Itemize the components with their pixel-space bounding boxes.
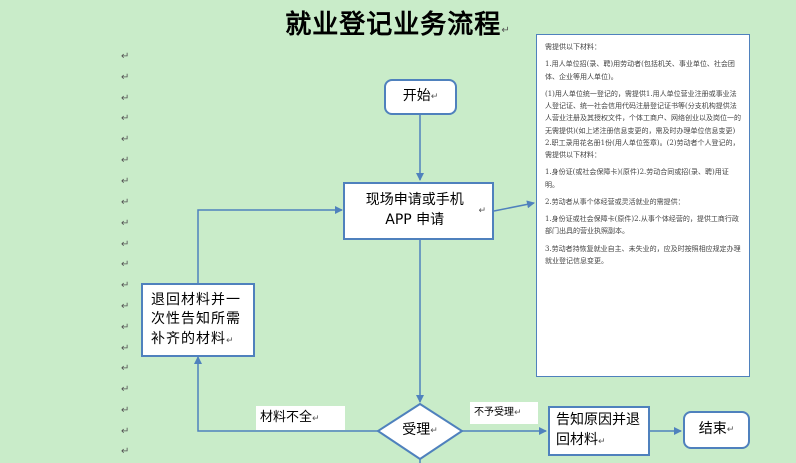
paragraph-mark: ↵ [121, 322, 130, 333]
paragraph-mark: ↵ [121, 259, 130, 270]
paragraph-mark: ↵ [430, 91, 439, 102]
node-end: 结束↵ [683, 411, 750, 449]
paragraph-mark: ↵ [121, 176, 130, 187]
node-accept: 受理↵ [392, 418, 448, 444]
note-line: 2.劳动者从事个体经营或灵活就业的需提供： [545, 197, 685, 206]
paragraph-mark: ↵ [726, 424, 735, 435]
paragraph-mark: ↵ [121, 405, 130, 416]
edge-label-incomplete: 材料不全↵ [256, 406, 345, 430]
paragraph-mark: ↵ [121, 113, 130, 124]
edge-apply-to-note [493, 200, 535, 212]
paragraph-mark: ↵ [121, 218, 130, 229]
page-title-text: 就业登记业务流程 [285, 10, 502, 40]
node-accept-label: 受理 [402, 422, 431, 439]
paragraph-mark: ↵ [121, 239, 130, 250]
edge-accept-to-return [194, 356, 378, 432]
node-notify-return-label: 告知原因并退回材料↵ [556, 412, 640, 448]
edge-label-rejected: 不予受理↵ [470, 402, 538, 424]
note-line: 1.身份证(或社会保障卡)(原件)2.劳动合同或招(录、聘)用证明。 [545, 168, 729, 189]
paragraph-mark: ↵ [121, 134, 130, 145]
paragraph-mark: ↵ [430, 425, 438, 436]
paragraph-mark: ↵ [312, 414, 320, 424]
paragraph-mark: ↵ [121, 363, 130, 374]
paragraph-mark: ↵ [501, 25, 511, 36]
note-line: 3.劳动者持恢复就业自主、未失业的，应及时按照相应规定办理就业登记信息变更。 [545, 244, 741, 265]
node-start-label: 开始 [402, 88, 431, 105]
paragraph-mark: ↵ [226, 335, 235, 346]
note-line: 需提供以下材料： [545, 43, 601, 51]
paragraph-mark: ↵ [121, 72, 130, 83]
note-line: 1.用人单位招(录、聘)用劳动者(包括机关、事业单位、社会团体、企业等用人单位)… [545, 60, 735, 81]
node-apply: 现场申请或手机 APP 申请 ↵ [343, 182, 494, 240]
accept-decision-diamond [376, 402, 464, 461]
requirements-note: 需提供以下材料： 1.用人单位招(录、聘)用劳动者(包括机关、事业单位、社会团体… [536, 34, 750, 377]
paragraph-mark: ↵ [121, 384, 130, 395]
node-apply-label: 现场申请或手机 APP 申请 [365, 192, 464, 228]
paragraph-mark: ↵ [121, 446, 130, 457]
note-line: 1.身份证或社会保障卡(原件)2.从事个体经营的，提供工商行政部门出具的营业执照… [545, 215, 739, 236]
paragraph-mark: ↵ [121, 301, 130, 312]
node-start: 开始↵ [384, 79, 457, 115]
paragraph-mark: ↵ [121, 155, 130, 166]
node-return-materials-label: 退回材料并一次性告知所需补齐的材料↵ [151, 291, 241, 347]
paragraph-mark: ↵ [121, 426, 130, 437]
node-notify-return: 告知原因并退回材料↵ [548, 406, 650, 456]
paragraph-mark: ↵ [121, 51, 130, 62]
paragraph-mark: ↵ [121, 280, 130, 291]
node-end-label: 结束 [698, 421, 727, 438]
paragraph-mark: ↵ [598, 437, 606, 447]
paragraph-mark: ↵ [121, 197, 130, 208]
node-return-materials: 退回材料并一次性告知所需补齐的材料↵ [141, 283, 255, 357]
edge-return-to-apply [197, 206, 343, 283]
paragraph-mark: ↵ [514, 408, 522, 418]
paragraph-mark: ↵ [121, 93, 130, 104]
paragraph-mark: ↵ [478, 205, 486, 216]
page-title: 就业登记业务流程↵ [0, 4, 796, 41]
note-line: (1)用人单位统一登记的，需提供1.用人单位营业注册或事业法人登记证、统一社会信… [545, 89, 741, 159]
paragraph-mark: ↵ [121, 343, 130, 354]
